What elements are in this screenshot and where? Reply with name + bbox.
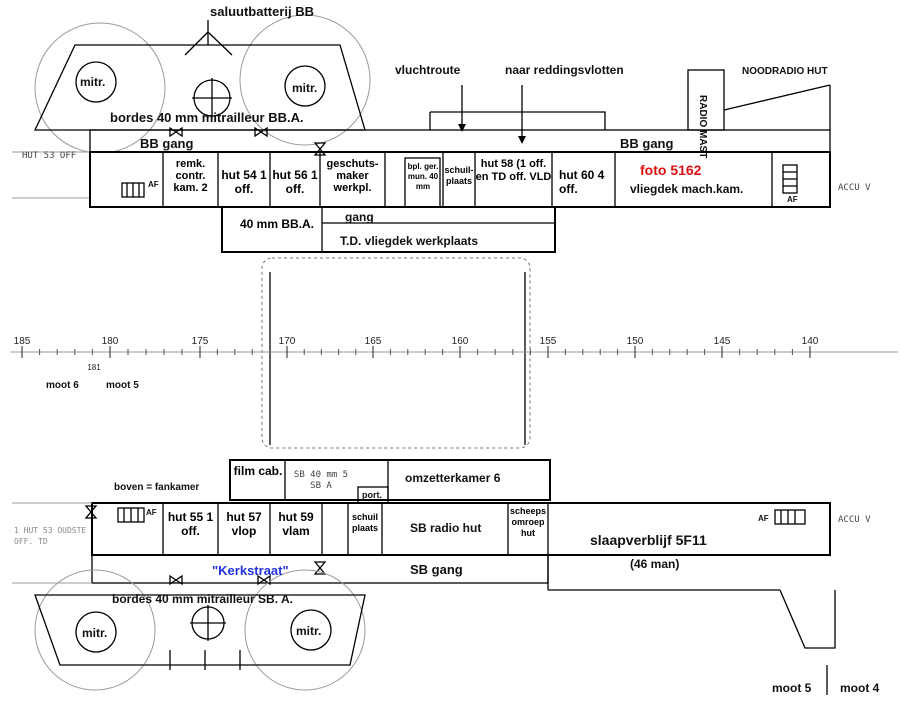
- room-shelter-bottom: schuil plaats: [351, 512, 378, 533]
- af-label: AF: [787, 195, 798, 204]
- room-hut60: hut 60 4 off.: [559, 168, 605, 196]
- gun-left-circle-bottom: [75, 611, 117, 653]
- af-label: AF: [148, 180, 159, 189]
- valve-icon: [169, 574, 183, 586]
- gun-tub-left-bottom: [34, 569, 156, 691]
- hut53-note: HUT 53 OFF: [22, 151, 76, 161]
- room-converter: omzetterkamer 6: [405, 471, 501, 485]
- room-gun40-bottom: SB 40 mm 5 SB A: [293, 470, 349, 491]
- section-moot6: moot 6: [46, 380, 79, 391]
- scale-tick-label: 175: [192, 336, 209, 347]
- room-berth: slaapverblijf 5F11: [590, 532, 707, 548]
- valve-icon: [313, 561, 327, 575]
- section-moot4: moot 4: [840, 681, 880, 695]
- scale-tick-label: 170: [279, 336, 296, 347]
- room-flightdeck-machine: vliegdek mach.kam.: [630, 182, 743, 196]
- radio-mast: [687, 69, 725, 131]
- room-pa: scheeps omroep hut: [509, 506, 547, 538]
- scale-tick-label: 150: [627, 336, 644, 347]
- bb-gang-left-label: BB gang: [140, 136, 194, 151]
- escape-route-label: vluchtroute: [395, 63, 461, 77]
- room-munition: bpl. ger. mun. 40 mm: [407, 162, 439, 191]
- room-hut56: hut 56 1 off.: [272, 168, 318, 196]
- gun-left-top-label: mitr.: [80, 75, 105, 89]
- salute-battery-label: saluutbatterij BB: [210, 4, 314, 19]
- sb-gang-label: SB gang: [410, 562, 463, 577]
- valve-icon: [254, 126, 268, 138]
- emergency-radio-label: NOODRADIO HUT: [742, 66, 828, 77]
- frame-scale-ticks: 185 180 175 170 165 160 155 150 145 140 181: [14, 336, 819, 372]
- room-row-top: [89, 151, 831, 208]
- room-gang-small: gang: [345, 210, 374, 224]
- valve-icon: [84, 505, 98, 519]
- room-berth-count: (46 man): [630, 557, 679, 571]
- gun-tub-right-top: [239, 14, 371, 146]
- room-hut58: hut 58 (1 off. en TD off. VLD: [475, 158, 552, 183]
- photo-label: foto 5162: [640, 162, 702, 178]
- room-hut54: hut 54 1 off.: [221, 168, 267, 196]
- room-port: port.: [362, 490, 382, 500]
- scale-tick-label: 160: [452, 336, 469, 347]
- room-radio: SB radio hut: [410, 521, 481, 535]
- section-moot5-left: moot 5: [106, 380, 139, 391]
- gun-right-top-label: mitr.: [292, 81, 317, 95]
- gun-right-bottom-label: mitr.: [296, 624, 321, 638]
- valve-icon: [257, 574, 271, 586]
- af-label: AF: [758, 514, 769, 523]
- bb-gang-right-label: BB gang: [620, 136, 674, 151]
- scale-tick-label: 145: [714, 336, 731, 347]
- fan-room-label: boven = fankamer: [114, 482, 199, 493]
- gun-platform-top-label: bordes 40 mm mitrailleur BB.A.: [110, 110, 304, 125]
- stairs-icon: [774, 509, 806, 525]
- hut53-note-bottom: 1 HUT 53 OUDSTE OFF. TD: [14, 526, 87, 546]
- room-hut59: hut 59 vlam: [278, 510, 314, 538]
- elevator-well: [261, 257, 531, 449]
- scale-tick-label: 185: [14, 336, 31, 347]
- gun-tub-right-bottom: [244, 569, 366, 691]
- gun-left-bottom-label: mitr.: [82, 626, 107, 640]
- accu-note-bottom: ACCU V: [838, 515, 871, 525]
- room-film: film cab.: [233, 464, 283, 478]
- accu-note-top: ACCU V: [838, 183, 871, 193]
- room-shelter-top: schuil- plaats: [444, 165, 474, 186]
- escape-route-line: [429, 111, 606, 130]
- gun-platform-outline-bottom: [34, 594, 366, 666]
- room-row-bottom: [91, 502, 831, 556]
- scale-tick-label: 155: [540, 336, 557, 347]
- kerkstraat-label: "Kerkstraat": [212, 563, 289, 578]
- valve-icon: [313, 142, 327, 156]
- room-gunsmith: geschuts- maker werkpl.: [326, 158, 379, 194]
- valve-icon: [169, 126, 183, 138]
- gun-left-circle-top: [75, 61, 117, 103]
- workshop-block: [221, 206, 556, 253]
- scale-tick-label: 140: [802, 336, 819, 347]
- upper-block-bottom: [229, 459, 551, 501]
- af-label: AF: [146, 508, 157, 517]
- room-workshop: T.D. vliegdek werkplaats: [340, 234, 478, 248]
- bb-gang-outline: [89, 129, 831, 153]
- section-moot5-right: moot 5: [772, 681, 812, 695]
- stern-outline: [779, 589, 836, 649]
- scale-tick-label: 165: [365, 336, 382, 347]
- room-gun40-top: 40 mm BB.A.: [239, 217, 314, 231]
- radio-mast-label: RADIO MAST: [697, 95, 708, 158]
- gun-right-circle-top: [284, 65, 326, 107]
- room-remk: remk. contr. kam. 2: [173, 158, 208, 194]
- room-hut57: hut 57 vlop: [226, 510, 262, 538]
- scale-tick-label: 180: [102, 336, 119, 347]
- gun-platform-bottom-label: bordes 40 mm mitrailleur SB. A.: [112, 592, 293, 606]
- scale-sub-tick-label: 181: [87, 363, 101, 372]
- to-rafts-label: naar reddingsvlotten: [505, 63, 624, 77]
- room-hut55: hut 55 1 off.: [167, 510, 214, 538]
- gun-right-circle-bottom: [290, 609, 332, 651]
